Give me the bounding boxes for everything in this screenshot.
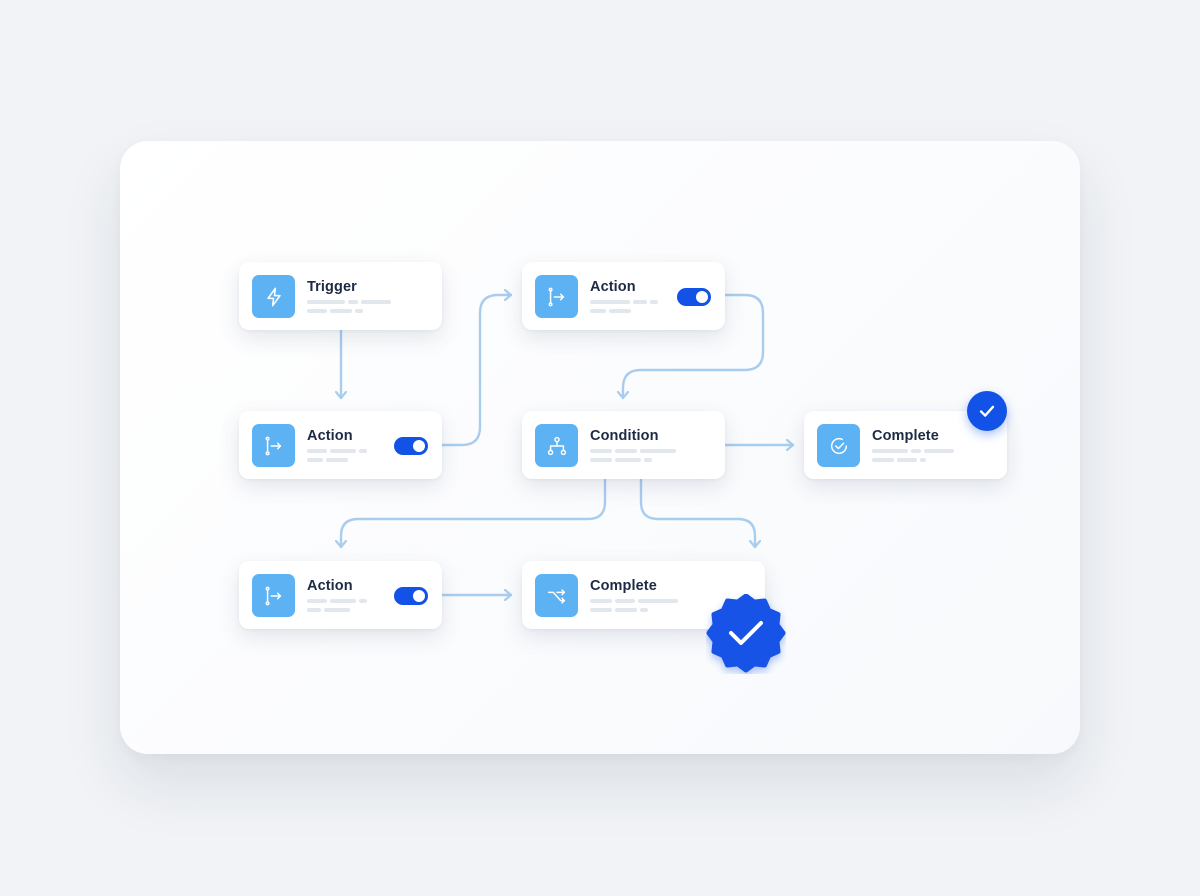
placeholder-line xyxy=(590,300,658,304)
node-action-top[interactable]: Action xyxy=(522,262,725,330)
shuffle-icon xyxy=(535,574,578,617)
branch-icon xyxy=(535,424,578,467)
check-circle-badge xyxy=(967,391,1007,431)
placeholder-line xyxy=(307,300,391,304)
node-title: Action xyxy=(307,578,353,594)
node-condition[interactable]: Condition xyxy=(522,411,725,479)
split-arrow-icon xyxy=(535,275,578,318)
split-arrow-icon xyxy=(252,574,295,617)
placeholder-line xyxy=(590,608,648,612)
node-title: Complete xyxy=(872,428,939,444)
node-title: Action xyxy=(590,279,636,295)
node-title: Complete xyxy=(590,578,657,594)
placeholder-line xyxy=(307,458,348,462)
enable-toggle[interactable] xyxy=(394,437,428,455)
node-title: Action xyxy=(307,428,353,444)
split-arrow-icon xyxy=(252,424,295,467)
placeholder-line xyxy=(590,449,676,453)
toggle-knob xyxy=(413,440,425,452)
placeholder-line xyxy=(307,599,367,603)
enable-toggle[interactable] xyxy=(394,587,428,605)
node-title: Trigger xyxy=(307,279,357,295)
placeholder-line xyxy=(590,599,678,603)
node-title: Condition xyxy=(590,428,659,444)
placeholder-line xyxy=(307,449,367,453)
placeholder-line xyxy=(307,608,350,612)
node-trigger[interactable]: Trigger xyxy=(239,262,442,330)
toggle-knob xyxy=(696,291,708,303)
enable-toggle[interactable] xyxy=(677,288,711,306)
placeholder-line xyxy=(590,458,652,462)
placeholder-line xyxy=(307,309,363,313)
seal-check-badge xyxy=(706,594,786,673)
placeholder-line xyxy=(590,309,631,313)
placeholder-line xyxy=(872,449,954,453)
toggle-knob xyxy=(413,590,425,602)
node-action-bottom[interactable]: Action xyxy=(239,561,442,629)
placeholder-line xyxy=(872,458,926,462)
check-circle-icon xyxy=(817,424,860,467)
bolt-icon xyxy=(252,275,295,318)
node-action-mid[interactable]: Action xyxy=(239,411,442,479)
